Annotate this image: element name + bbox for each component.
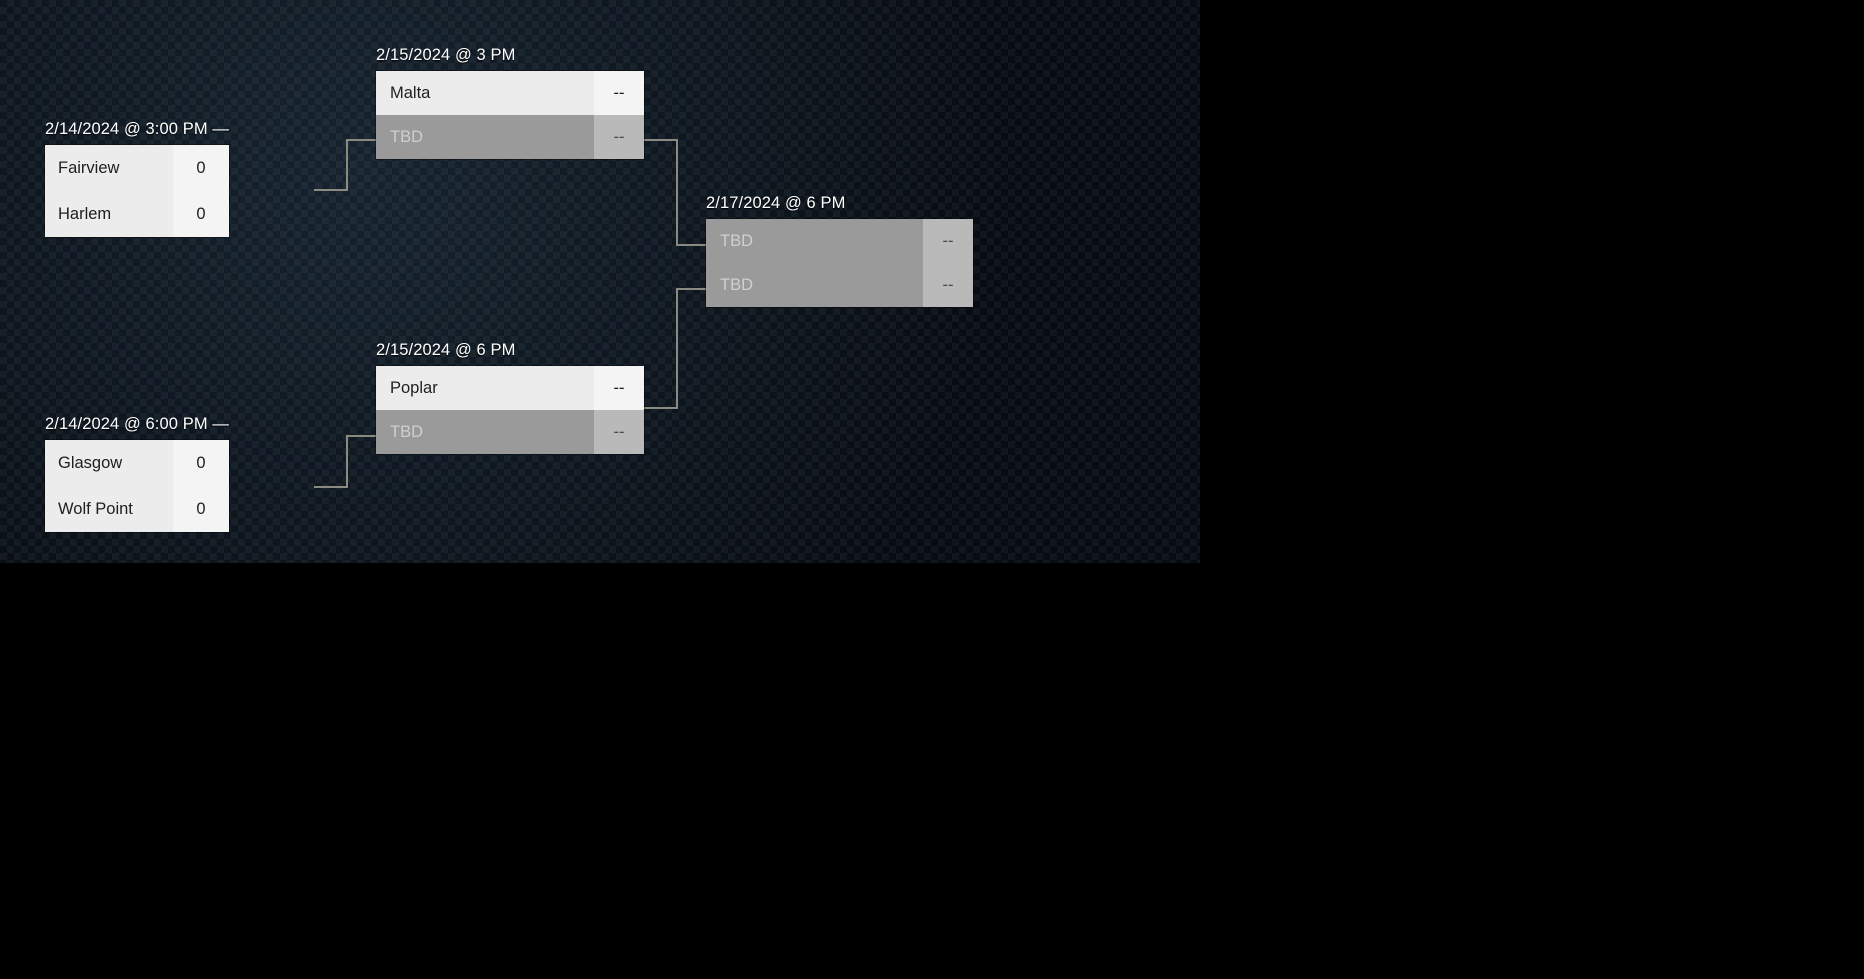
team-score: --: [594, 115, 644, 159]
team-row[interactable]: TBD --: [376, 115, 644, 159]
team-score: 0: [172, 191, 229, 237]
match-m1[interactable]: 2/14/2024 @ 3:00 PM — Fairview 0 Harlem …: [45, 119, 229, 237]
match-m3[interactable]: 2/15/2024 @ 3 PM Malta -- TBD --: [376, 45, 644, 159]
team-score: --: [923, 263, 973, 307]
match-box[interactable]: Malta -- TBD --: [376, 71, 644, 159]
team-row[interactable]: Wolf Point 0: [45, 486, 229, 532]
match-box[interactable]: Glasgow 0 Wolf Point 0: [45, 440, 229, 532]
team-name: TBD: [706, 263, 923, 307]
connector-m1-to-m3: [314, 139, 376, 191]
match-m2[interactable]: 2/14/2024 @ 6:00 PM — Glasgow 0 Wolf Poi…: [45, 414, 229, 532]
team-score: --: [923, 219, 973, 263]
match-box[interactable]: Fairview 0 Harlem 0: [45, 145, 229, 237]
connector-m2-to-m4: [314, 435, 376, 488]
connector-m3-to-final: [644, 139, 706, 246]
match-label: 2/14/2024 @ 3:00 PM —: [45, 120, 229, 138]
team-score: --: [594, 71, 644, 115]
match-box[interactable]: Poplar -- TBD --: [376, 366, 644, 454]
team-name: Glasgow: [45, 440, 173, 486]
team-score: --: [594, 410, 644, 454]
match-box[interactable]: TBD -- TBD --: [706, 219, 973, 307]
team-score: --: [594, 366, 644, 410]
team-row[interactable]: Poplar --: [376, 366, 644, 410]
match-label: 2/15/2024 @ 3 PM: [376, 46, 516, 64]
team-row[interactable]: Fairview 0: [45, 145, 229, 191]
team-name: Malta: [376, 71, 594, 115]
team-name: Fairview: [45, 145, 173, 191]
team-score: 0: [172, 145, 229, 191]
team-row[interactable]: TBD --: [376, 410, 644, 454]
team-name: Poplar: [376, 366, 594, 410]
team-name: TBD: [376, 410, 594, 454]
match-m5-final[interactable]: 2/17/2024 @ 6 PM TBD -- TBD --: [706, 193, 973, 307]
match-label: 2/14/2024 @ 6:00 PM —: [45, 415, 229, 433]
team-row[interactable]: Malta --: [376, 71, 644, 115]
team-row[interactable]: Harlem 0: [45, 191, 229, 237]
team-name: Wolf Point: [45, 486, 173, 532]
connector-m4-to-final: [644, 288, 706, 409]
team-row[interactable]: TBD --: [706, 263, 973, 307]
team-score: 0: [172, 486, 229, 532]
team-row[interactable]: Glasgow 0: [45, 440, 229, 486]
team-name: TBD: [376, 115, 594, 159]
match-label: 2/15/2024 @ 6 PM: [376, 341, 516, 359]
team-row[interactable]: TBD --: [706, 219, 973, 263]
team-name: TBD: [706, 219, 923, 263]
bracket-canvas: 2/14/2024 @ 3:00 PM — Fairview 0 Harlem …: [0, 0, 1200, 563]
match-label: 2/17/2024 @ 6 PM: [706, 194, 846, 212]
team-name: Harlem: [45, 191, 173, 237]
team-score: 0: [172, 440, 229, 486]
match-m4[interactable]: 2/15/2024 @ 6 PM Poplar -- TBD --: [376, 340, 644, 454]
